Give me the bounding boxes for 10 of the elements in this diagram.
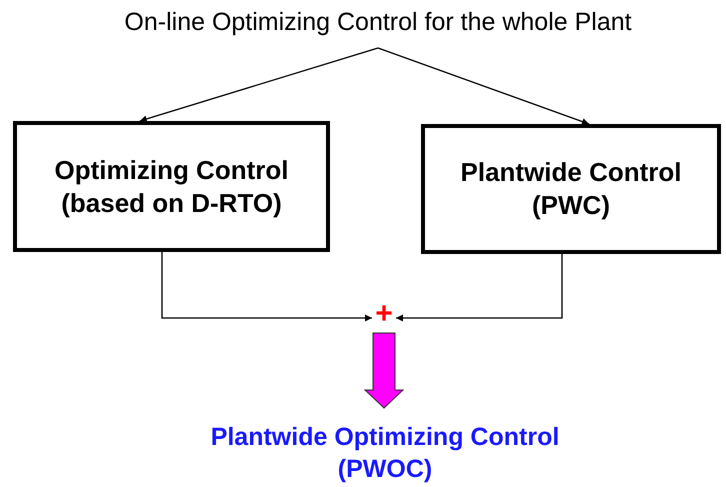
result-text: Plantwide Optimizing Control (PWOC) [170, 420, 600, 486]
arrow [396, 254, 563, 322]
arrow [378, 47, 590, 125]
process-box: Plantwide Control (PWC) [421, 124, 721, 254]
arrow [140, 47, 378, 122]
plus-sign: + [374, 301, 394, 327]
arrow [161, 252, 372, 322]
heading-text: On-line Optimizing Control for the whole Plant [40, 2, 716, 44]
process-box: Optimizing Control (based on D-RTO) [13, 121, 330, 252]
block-arrow [364, 332, 404, 409]
